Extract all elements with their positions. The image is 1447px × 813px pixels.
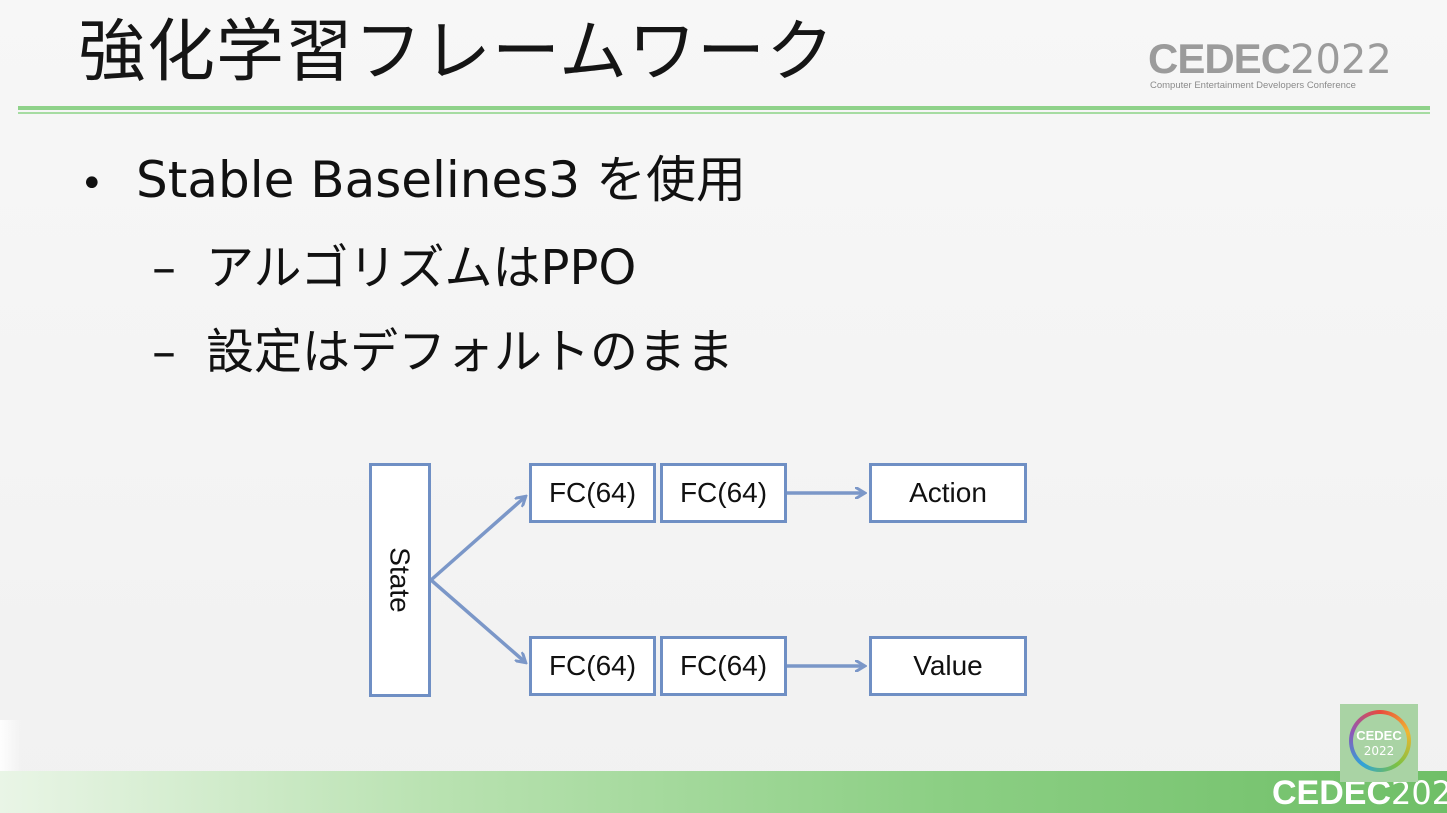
sub-item-text: 設定はデフォルトのまま <box>206 324 735 380</box>
sub-item-algorithm: –アルゴリズムはPPO <box>152 238 636 298</box>
value-fc-layer-1: FC(64) <box>529 636 656 696</box>
cedec-logo-tagline: Computer Entertainment Developers Confer… <box>1150 80 1356 91</box>
sub-item-settings: –設定はデフォルトのまま <box>152 322 734 382</box>
cedec-logo-wordmark: CEDEC2022 <box>1148 35 1392 84</box>
bullet-text: Stable Baselines3 を使用 <box>136 151 747 209</box>
cedec-logo: CEDEC2022 Computer Entertainment Develop… <box>1148 36 1392 92</box>
sub-item-marker: – <box>152 324 176 380</box>
edge-glare <box>0 720 22 780</box>
title-divider-thin <box>18 112 1430 114</box>
value-fc-layer-2: FC(64) <box>660 636 787 696</box>
arrow-state-to-policy <box>429 497 525 582</box>
badge-ring <box>1349 710 1411 772</box>
sub-item-marker: – <box>152 240 176 296</box>
slide-title: 強化学習フレームワーク <box>78 13 835 92</box>
state-node: State <box>369 463 431 697</box>
footer-band <box>0 771 1447 813</box>
policy-fc-layer-2: FC(64) <box>660 463 787 523</box>
state-label: State <box>385 547 417 613</box>
bullet-marker: • <box>80 161 104 207</box>
policy-fc-layer-1: FC(64) <box>529 463 656 523</box>
arrow-state-to-value <box>429 578 525 662</box>
bullet-item: • Stable Baselines3 を使用 <box>80 150 746 214</box>
cedec-logo-year: 2022 <box>1290 37 1392 83</box>
badge-year: 2022 <box>1363 744 1395 758</box>
title-divider <box>18 106 1430 110</box>
value-node: Value <box>869 636 1027 696</box>
cedec-badge: CEDEC 2022 <box>1340 704 1418 782</box>
action-node: Action <box>869 463 1027 523</box>
badge-wordmark: CEDEC <box>1356 728 1402 743</box>
cedec-logo-name: CEDEC <box>1148 35 1291 82</box>
sub-item-text: アルゴリズムはPPO <box>206 240 637 296</box>
